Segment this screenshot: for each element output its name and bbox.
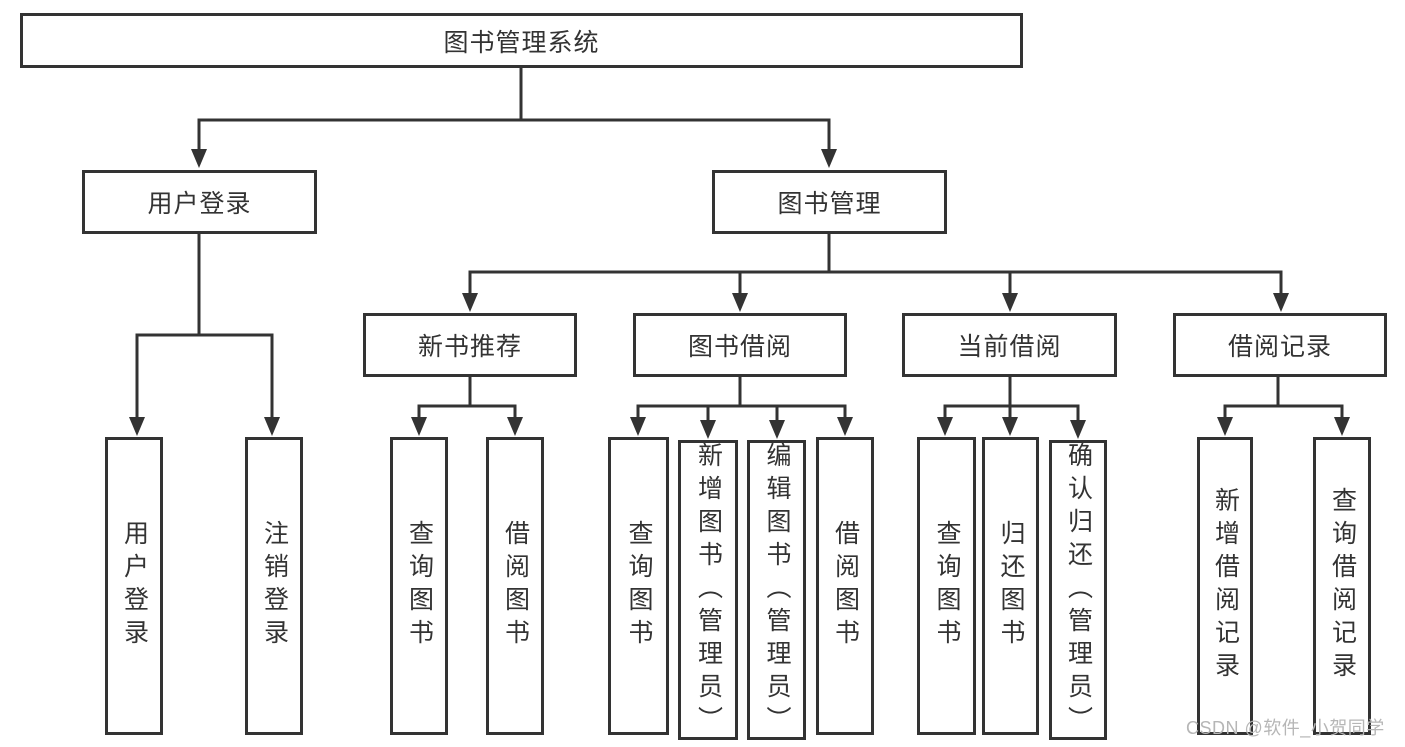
node-book-borrowing: 图书借阅: [633, 313, 847, 377]
node-library-management-system: 图书管理系统: [20, 13, 1023, 68]
node-book-management-branch: 图书管理: [712, 170, 947, 234]
node-borrowing-records: 借阅记录: [1173, 313, 1387, 377]
leaf-confirm-return-admin: 确认归还（管理员）: [1049, 440, 1107, 740]
leaf-query-borrow-record: 查询借阅记录: [1313, 437, 1371, 735]
arrowhead-icons: [129, 149, 1350, 439]
leaf-add-borrow-record: 新增借阅记录: [1197, 437, 1253, 735]
node-current-borrowing: 当前借阅: [902, 313, 1117, 377]
leaf-user-login: 用户登录: [105, 437, 163, 735]
node-user-login-branch: 用户登录: [82, 170, 317, 234]
leaf-return-books: 归还图书: [982, 437, 1039, 735]
leaf-borrow-books-recommend: 借阅图书: [486, 437, 544, 735]
leaf-query-books-recommend: 查询图书: [390, 437, 448, 735]
csdn-watermark: CSDN @软件_小贺同学: [1186, 718, 1385, 738]
node-new-book-recommend: 新书推荐: [363, 313, 577, 377]
leaf-query-books-current: 查询图书: [917, 437, 976, 735]
leaf-edit-books-admin: 编辑图书（管理员）: [747, 440, 806, 740]
leaf-add-books-admin: 新增图书（管理员）: [678, 440, 738, 740]
leaf-borrow-books-borrowing: 借阅图书: [816, 437, 874, 735]
leaf-logout: 注销登录: [245, 437, 303, 735]
leaf-query-books-borrowing: 查询图书: [608, 437, 669, 735]
